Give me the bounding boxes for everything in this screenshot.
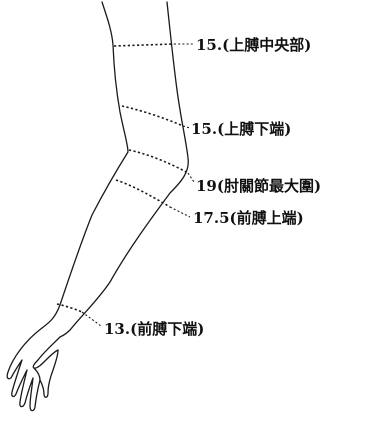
measure-line-upper-arm-mid — [114, 44, 174, 46]
measurement-labels: 15.(上膊中央部) 15.(上膊下端) 19(肘關節最大圍) 17.5(前膊上… — [104, 36, 321, 338]
hand-thumb — [33, 337, 60, 368]
label-upper-arm-lower: 15.(上膊下端) — [191, 120, 291, 138]
label-upper-arm-mid: 15.(上膊中央部) — [196, 36, 311, 54]
arm-outer-contour — [42, 2, 128, 328]
label-elbow-max: 19(肘關節最大圍) — [196, 177, 321, 195]
measure-line-forearm-lower — [57, 304, 82, 312]
arm-inner-contour — [60, 2, 188, 337]
measure-line-elbow — [129, 150, 188, 173]
measure-line-forearm-upper — [116, 180, 170, 207]
leader-forearm-lower — [82, 312, 102, 327]
label-forearm-upper: 17.5(前膊上端) — [193, 209, 304, 227]
measurement-lines — [57, 44, 188, 312]
leader-elbow — [188, 173, 194, 182]
arm-outline — [7, 2, 188, 411]
leader-forearm-upper — [170, 207, 190, 217]
hand-crease — [34, 368, 40, 380]
hand-fingers — [7, 328, 58, 411]
label-forearm-lower: 13.(前膊下端) — [104, 320, 204, 338]
leader-upper-arm-lower — [183, 126, 190, 128]
measure-line-upper-arm-lower — [122, 106, 183, 126]
